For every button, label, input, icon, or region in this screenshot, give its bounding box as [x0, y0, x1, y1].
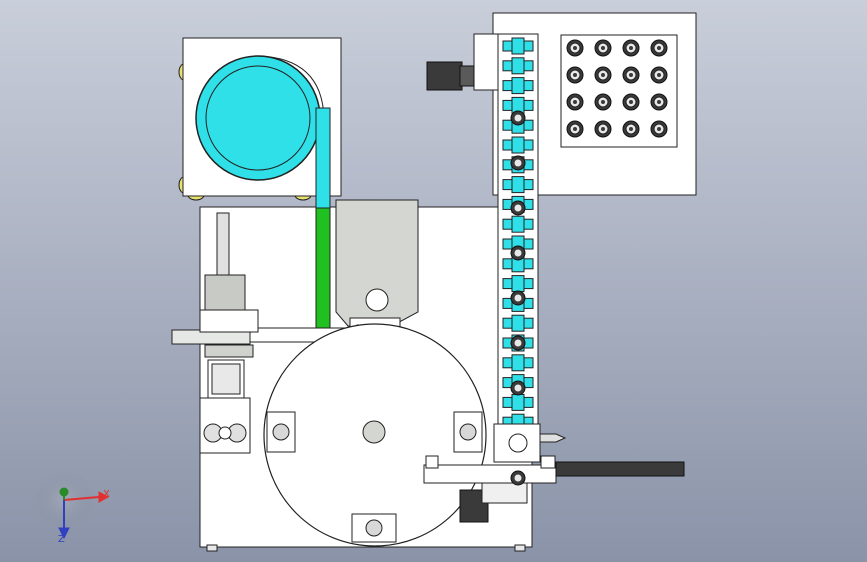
transfer-bracket [335, 199, 419, 327]
tray-part [622, 39, 640, 57]
feeder-track [315, 107, 331, 209]
fixture-right [453, 411, 483, 453]
tray-part [594, 66, 612, 84]
tray-part [622, 93, 640, 111]
output-tube [555, 461, 685, 477]
feeder-bowl [195, 55, 321, 181]
chain-screw [510, 290, 526, 306]
tray-part [650, 120, 668, 138]
lift-cylinder [199, 212, 259, 454]
tray-part [566, 66, 584, 84]
tray-part [650, 66, 668, 84]
tray-part [650, 93, 668, 111]
chain-link [502, 57, 534, 75]
ejector-head [493, 423, 567, 463]
chain-screw [510, 200, 526, 216]
z-axis-head [58, 527, 70, 540]
x-axis-label: X [103, 489, 110, 500]
y-axis-dot [59, 487, 69, 497]
rotary-index-table [263, 323, 487, 547]
base-feet [206, 544, 526, 552]
tray-part [566, 120, 584, 138]
chain-link [502, 96, 534, 114]
chain-link [502, 37, 534, 55]
tray-part [566, 93, 584, 111]
linear-feeder-track [315, 207, 331, 331]
chain-link [502, 354, 534, 372]
fixture-left [266, 411, 296, 453]
chain-screw [510, 110, 526, 126]
vibratory-feeder [178, 37, 342, 209]
chain-link [502, 215, 534, 233]
chain-screw [510, 335, 526, 351]
orientation-triad: X Z [34, 470, 110, 545]
tray-part [594, 39, 612, 57]
chain-screw [510, 155, 526, 171]
z-axis-label: Z [58, 534, 65, 545]
chain-link [502, 314, 534, 332]
tray-part [650, 39, 668, 57]
x-axis-head [98, 491, 110, 503]
chain-screw [510, 470, 526, 486]
x-axis-arrow [63, 496, 100, 501]
fixture-bottom [351, 513, 397, 543]
chain-link [502, 77, 534, 95]
chain-link [502, 136, 534, 154]
chain-link [502, 176, 534, 194]
tray-part [594, 120, 612, 138]
chain-screw [510, 245, 526, 261]
tray-part [566, 39, 584, 57]
tray-part [594, 93, 612, 111]
tray-part [622, 120, 640, 138]
chain-screw [510, 380, 526, 396]
part-tray [566, 39, 668, 138]
tray-part [622, 66, 640, 84]
chain-drive-motor [426, 61, 475, 91]
